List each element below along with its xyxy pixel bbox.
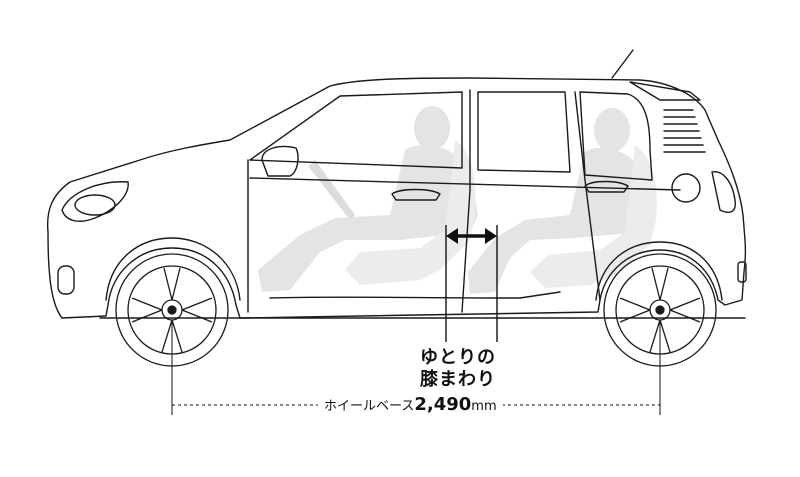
knee-room-dimension <box>445 225 498 342</box>
occupant-silhouettes <box>258 106 657 294</box>
knee-room-arrow-left-head <box>446 228 458 244</box>
rear-spoiler <box>629 81 701 101</box>
antenna <box>611 49 634 79</box>
rear-wheel-arch <box>595 241 723 301</box>
front-door-handle <box>391 188 441 201</box>
rear-door-line <box>574 91 601 301</box>
rear-passenger-head <box>594 108 630 152</box>
wheelbase-label: ホイールベース2,490mm <box>318 395 503 417</box>
fog-lamp <box>57 265 75 295</box>
front-passenger-head <box>414 106 450 150</box>
knee-room-label-line1: ゆとりの <box>420 347 496 368</box>
rear-reflector <box>737 261 747 283</box>
side-mirror <box>261 145 299 177</box>
quarter-window <box>579 91 653 181</box>
knee-room-arrow-right-head <box>485 228 497 244</box>
rear-vents <box>663 109 706 153</box>
rear-door-window <box>477 91 571 173</box>
front-wheel-spokes <box>131 267 213 353</box>
front-window <box>249 91 463 169</box>
front-passenger-body <box>258 145 478 292</box>
rear-passenger-body <box>468 147 650 294</box>
body-outline <box>46 77 747 319</box>
rear-seat <box>530 145 657 288</box>
wheelbase-dimension <box>171 320 661 415</box>
rear-wheel-spokes <box>619 267 701 353</box>
front-wheel-arch <box>105 237 241 301</box>
fuel-lid <box>671 173 701 203</box>
knee-room-label-line2: 膝まわり <box>420 369 496 390</box>
steering-wheel <box>308 160 355 220</box>
side-skirt-line <box>269 291 561 299</box>
center-pillar-line <box>461 89 471 313</box>
wheelbase-label-text: ホイールベース <box>324 399 415 414</box>
tail-light <box>711 171 736 213</box>
headlight <box>61 181 129 222</box>
front-seat <box>345 140 476 285</box>
wheelbase-value: 2,490 <box>414 394 472 415</box>
car-outline <box>46 49 747 319</box>
character-line <box>249 177 681 191</box>
headlight-ring <box>74 194 116 216</box>
rear-door-handle <box>584 180 629 193</box>
wheelbase-unit: mm <box>471 399 497 414</box>
